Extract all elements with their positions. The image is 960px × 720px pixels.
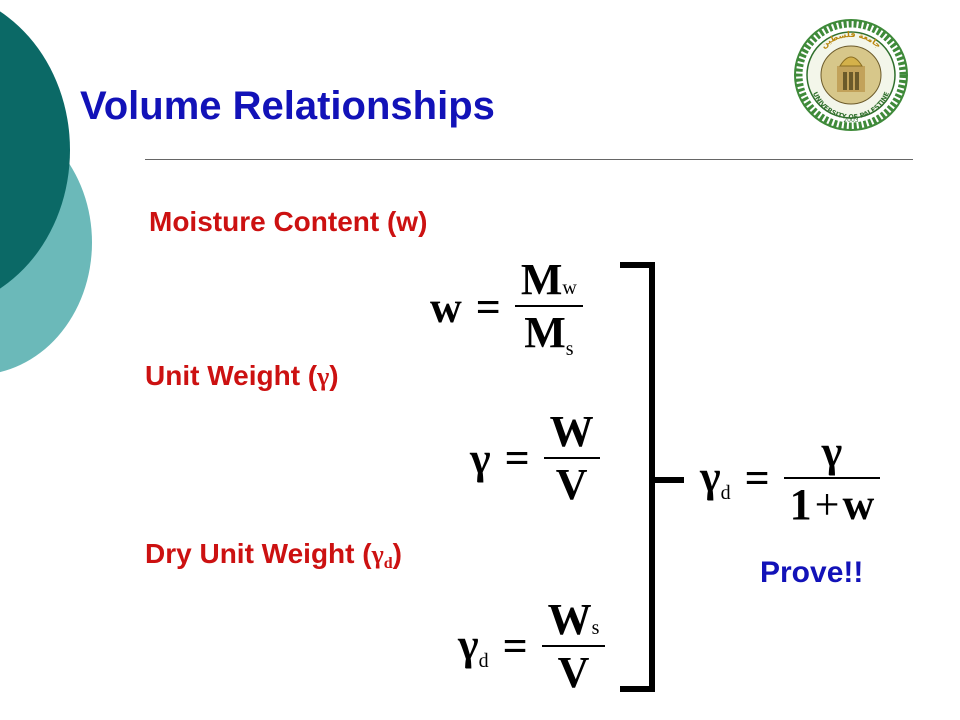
slide-title: Volume Relationships bbox=[80, 84, 495, 128]
fraction: Mw Ms bbox=[514, 254, 583, 361]
equals-sign: = bbox=[502, 621, 528, 671]
fraction: Ws V bbox=[541, 594, 606, 698]
moisture-content-equation: w = Mw Ms bbox=[430, 254, 583, 361]
equation-lhs: w bbox=[430, 283, 462, 332]
unit-weight-label: Unit Weight (γ) bbox=[145, 360, 339, 391]
equation-lhs: γ bbox=[470, 433, 491, 483]
bracket-arrow-line bbox=[652, 477, 684, 483]
fraction: W V bbox=[543, 406, 600, 510]
logo-year: 2003 bbox=[843, 117, 858, 124]
fraction-bar bbox=[541, 645, 606, 647]
dry-unit-weight-equation: γd = Ws V bbox=[458, 594, 606, 698]
equation-lhs: γd bbox=[700, 452, 731, 504]
title-divider bbox=[145, 159, 913, 160]
moisture-content-label: Moisture Content (w) bbox=[149, 206, 428, 237]
fraction: γ 1+w bbox=[783, 426, 881, 530]
fraction-bar bbox=[543, 457, 600, 459]
equals-sign: = bbox=[504, 433, 530, 483]
fraction-bar bbox=[514, 305, 583, 307]
dry-unit-weight-label: Dry Unit Weight (γd) bbox=[145, 538, 402, 572]
equation-lhs: γd bbox=[458, 620, 489, 672]
prove-text: Prove!! bbox=[760, 556, 864, 589]
equals-sign: = bbox=[475, 283, 501, 332]
equals-sign: = bbox=[744, 453, 770, 503]
right-bracket bbox=[620, 262, 655, 692]
university-logo: جامعة فلسطين UNIVERSITY OF PALESTINE 200… bbox=[794, 19, 908, 131]
fraction-bar bbox=[783, 477, 881, 479]
unit-weight-equation: γ = W V bbox=[470, 406, 600, 510]
dry-unit-weight-result-equation: γd = γ 1+w bbox=[700, 426, 881, 530]
